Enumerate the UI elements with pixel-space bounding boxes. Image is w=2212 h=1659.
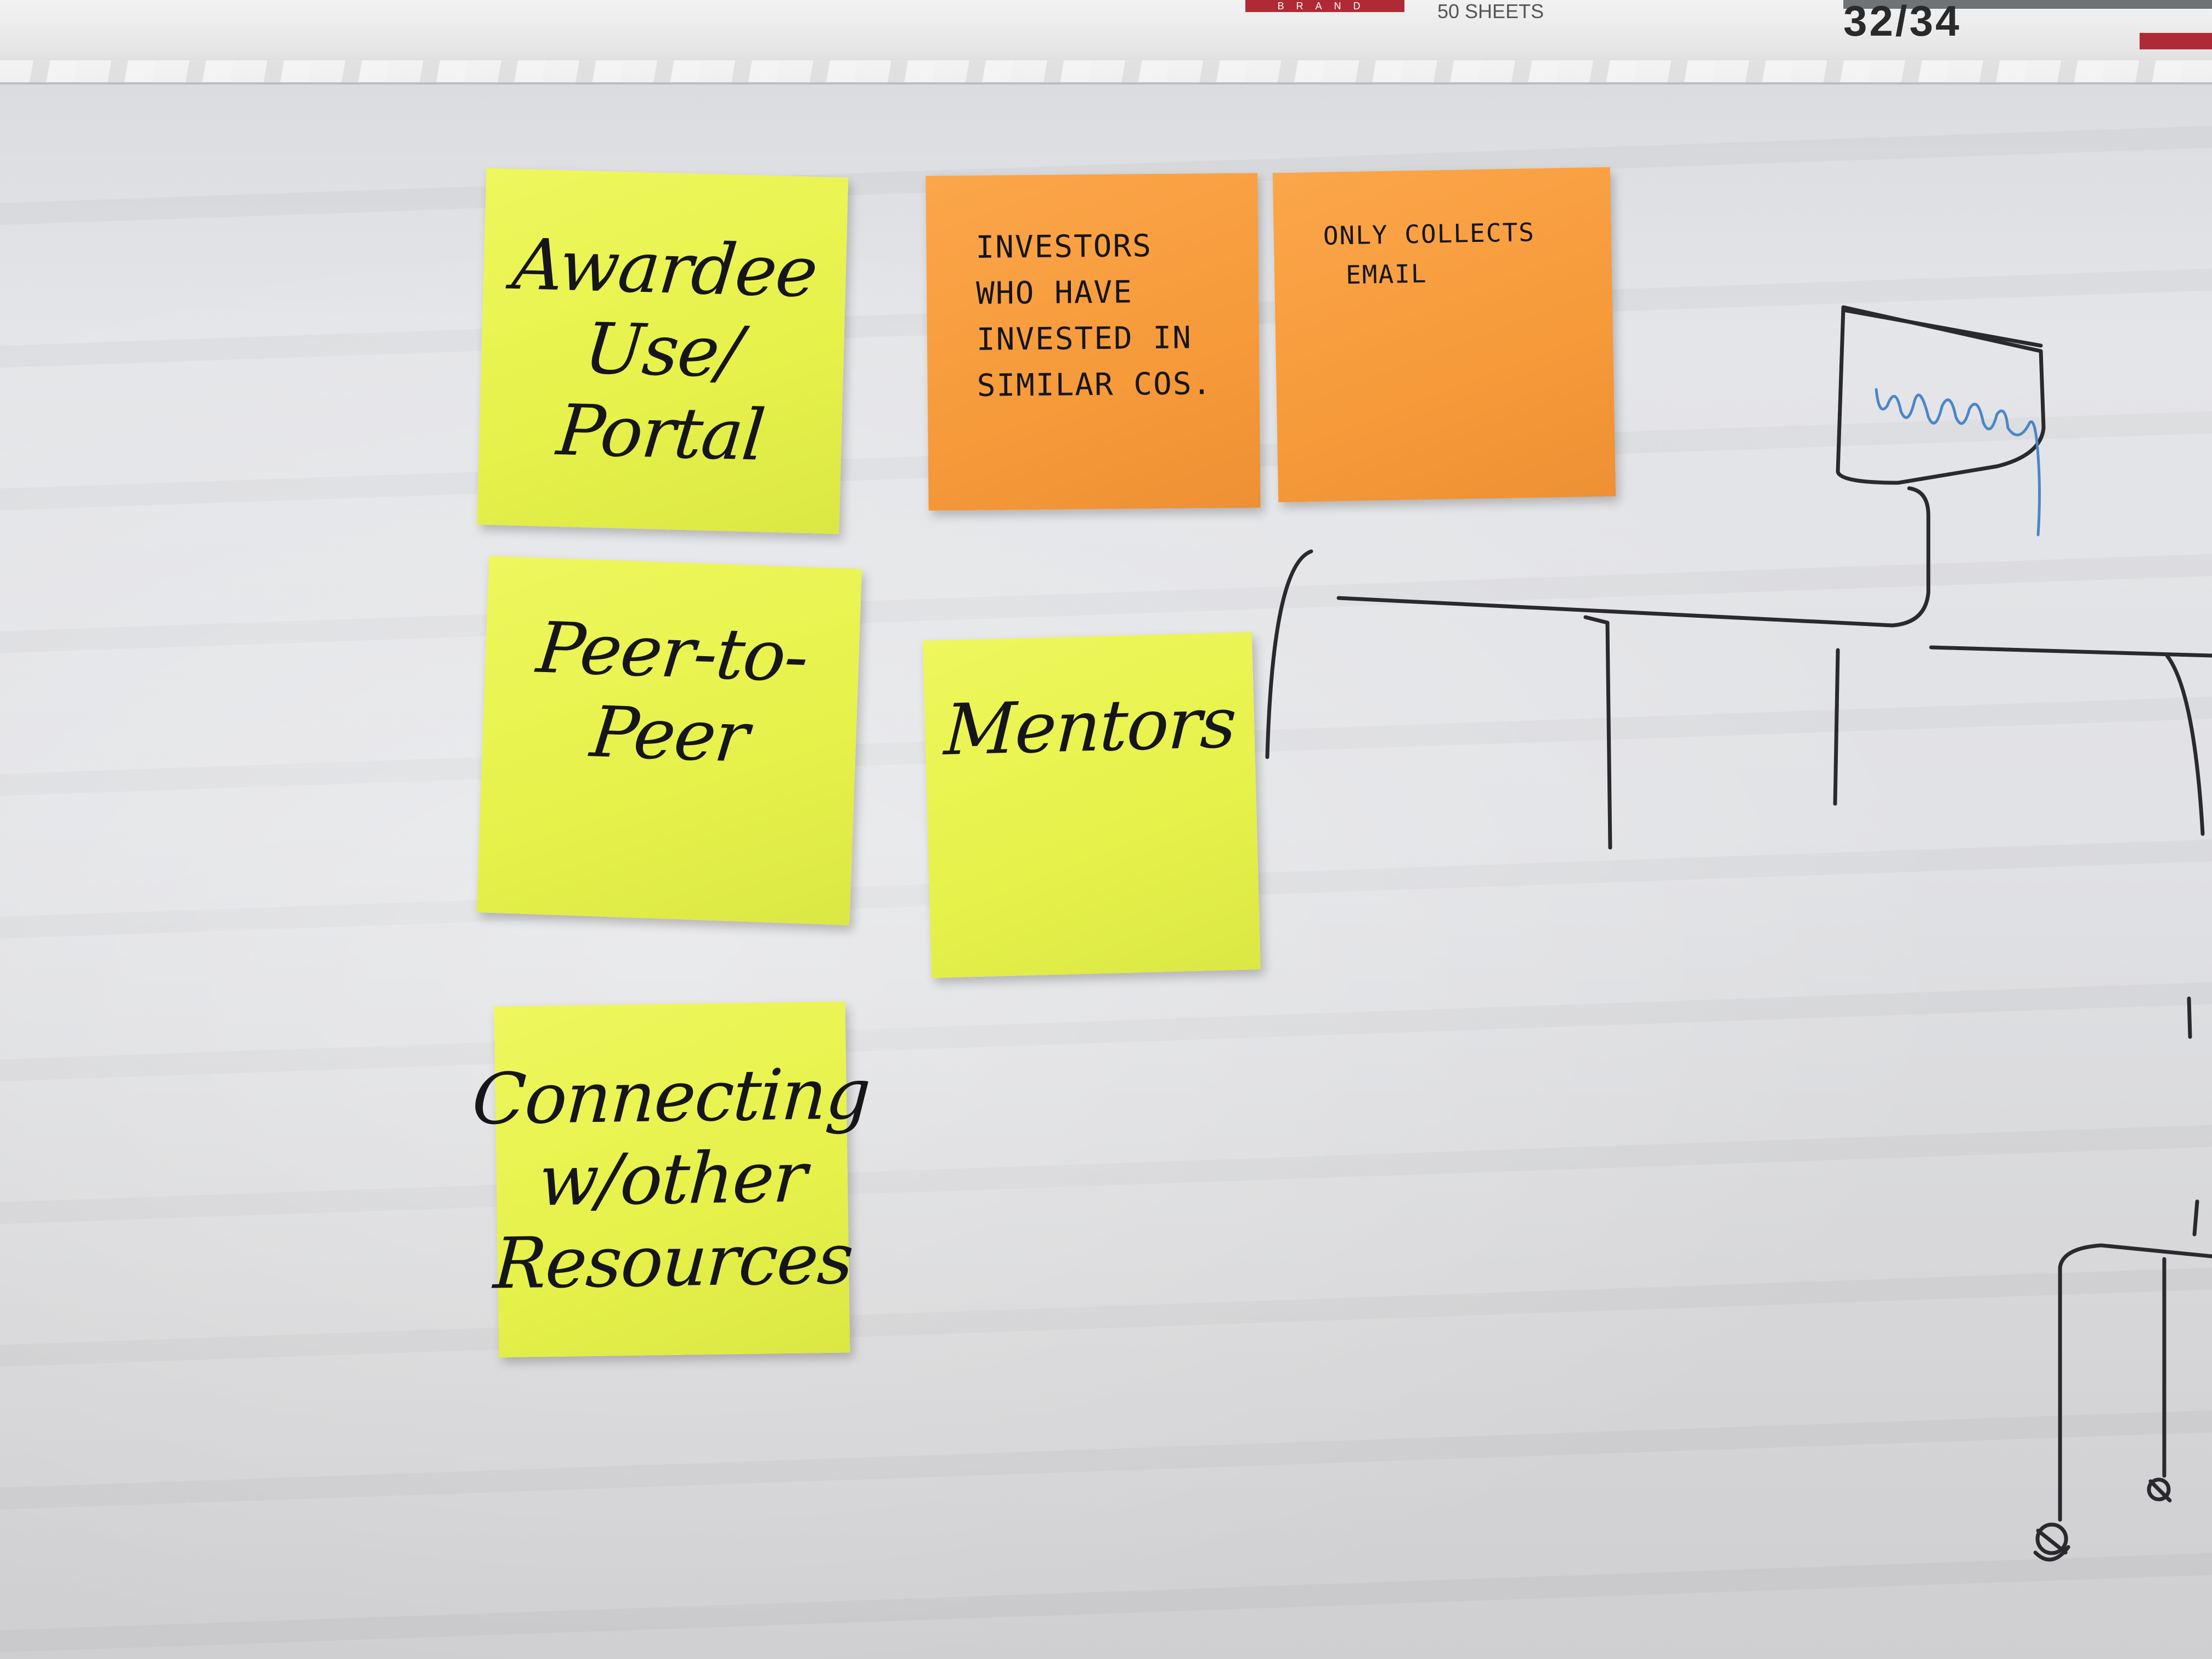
sketch-desk-edge xyxy=(1265,549,1313,759)
sketch-right-table-leg xyxy=(2165,653,2205,836)
sketch-screen-squiggle xyxy=(1875,388,2041,537)
sketch-desk-leg xyxy=(1833,648,1840,806)
pad-binding-bar xyxy=(1843,0,2212,9)
pad-brand-stripe xyxy=(2140,33,2212,49)
sketch-desk-leg xyxy=(1583,615,1612,850)
sketch-monitor-top xyxy=(1841,308,2043,348)
sketch-chair-wheel xyxy=(2035,1522,2068,1555)
sketch-chair xyxy=(2058,1243,2212,1522)
pad-brand-label: BRAND xyxy=(1245,0,1404,12)
pad-sheets-label: 50 SHEETS xyxy=(1437,0,1544,22)
sketch-right-table xyxy=(1929,645,2212,658)
sketch-monitor xyxy=(1836,305,2046,485)
pad-size-label: 32/34 xyxy=(1843,4,1962,37)
sketch-chair-mark xyxy=(2187,996,2199,1237)
torn-sheet-edge xyxy=(0,60,2212,82)
sketch-monitor-stand xyxy=(1336,486,1931,628)
sketch-chair-wheel xyxy=(2147,1477,2171,1502)
